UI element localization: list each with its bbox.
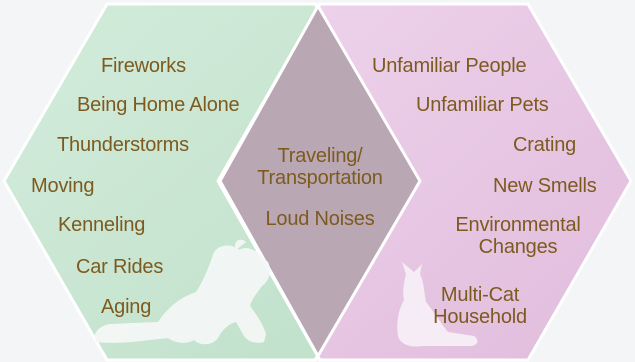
cat-trigger-multi-cat-household: Multi-Cat Household <box>433 284 527 328</box>
dog-trigger-thunderstorms: Thunderstorms <box>57 134 189 156</box>
dog-trigger-kenneling: Kenneling <box>58 214 146 236</box>
cat-silhouette-icon <box>397 262 478 347</box>
dog-trigger-moving: Moving <box>31 175 95 197</box>
shared-trigger-loud-noises: Loud Noises <box>265 208 375 230</box>
cat-trigger-environmental-changes: Environmental Changes <box>455 214 581 258</box>
overlap-region <box>218 2 422 360</box>
dog-trigger-car-rides: Car Rides <box>76 256 164 278</box>
shared-trigger-traveling: Traveling/ Transportation <box>257 145 383 189</box>
dog-trigger-fireworks: Fireworks <box>101 55 186 77</box>
cat-trigger-unfamiliar-pets: Unfamiliar Pets <box>416 94 549 116</box>
cat-trigger-crating: Crating <box>513 134 577 156</box>
dog-trigger-aging: Aging <box>101 296 152 318</box>
cat-trigger-new-smells: New Smells <box>493 175 597 197</box>
dog-trigger-home-alone: Being Home Alone <box>77 94 240 116</box>
cat-trigger-unfamiliar-people: Unfamiliar People <box>372 55 527 77</box>
dog-silhouette-icon <box>94 239 271 345</box>
